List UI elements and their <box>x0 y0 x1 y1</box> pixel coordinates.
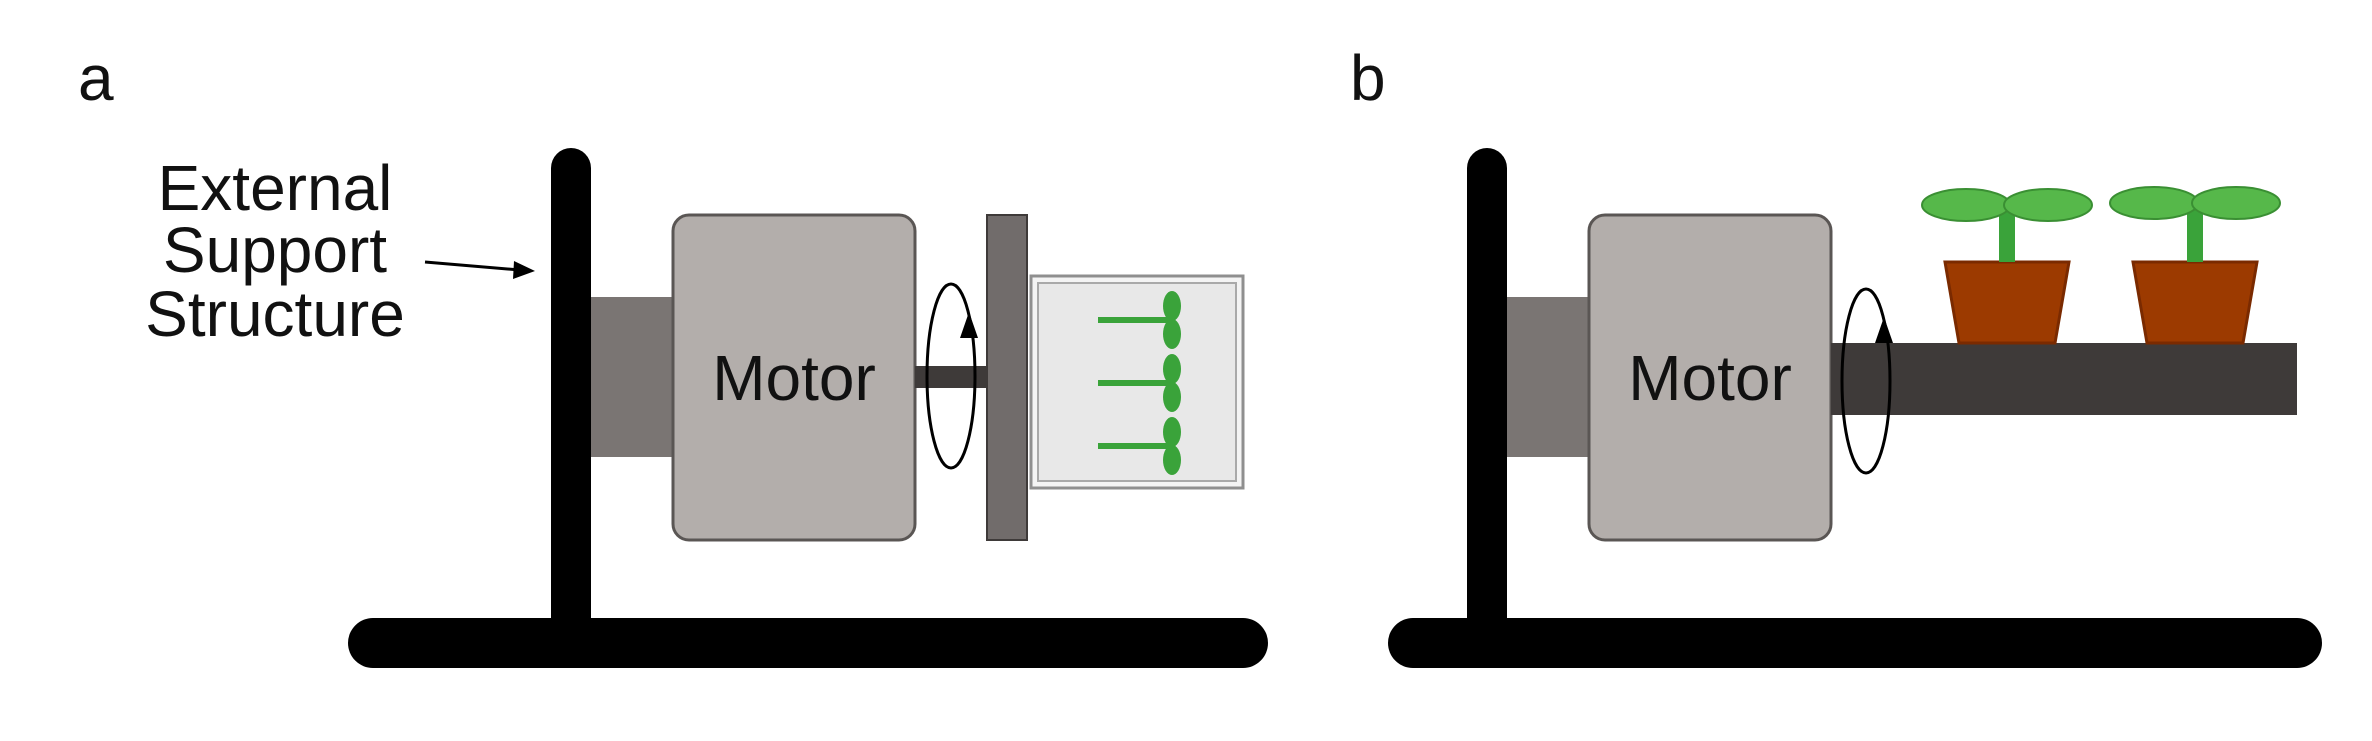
rotation-arrow-icon <box>925 282 978 470</box>
motor-a-label: Motor <box>712 342 876 414</box>
motor-a: Motor <box>671 213 917 542</box>
support-post-b <box>1467 148 1507 638</box>
external-support-structure <box>348 148 1268 668</box>
support-label-line-3: Structure <box>145 278 405 350</box>
motor-b-label: Motor <box>1628 342 1792 414</box>
potted-plant-icon <box>2109 186 2281 345</box>
mounting-plate <box>986 214 1028 541</box>
motor-shaft-a <box>915 366 987 388</box>
support-annotation: External Support Structure <box>145 152 535 350</box>
external-support-structure-b <box>1388 148 2322 668</box>
support-base-b <box>1388 618 2322 668</box>
potted-plant-icon <box>1921 188 2093 345</box>
pointer-arrow-icon <box>424 260 535 279</box>
rotation-arrow-icon <box>1840 287 1893 475</box>
panel-b: b Motor <box>1350 42 2322 668</box>
motor-mount-b <box>1507 297 1590 457</box>
support-label-line-2: Support <box>163 214 387 286</box>
panel-a-letter: a <box>78 42 114 114</box>
panel-b-letter: b <box>1350 42 1386 114</box>
support-label-line-1: External <box>158 152 393 224</box>
seedling-icon <box>1098 417 1181 475</box>
seedling-icon <box>1098 354 1181 412</box>
support-base <box>348 618 1268 668</box>
rotating-shelf <box>1831 343 2297 415</box>
support-post <box>551 148 591 638</box>
panel-a: a External Support Structure Motor <box>78 42 1268 668</box>
motor-b: Motor <box>1587 213 1833 542</box>
seedling-icon <box>1098 291 1181 349</box>
motor-mount <box>591 297 674 457</box>
